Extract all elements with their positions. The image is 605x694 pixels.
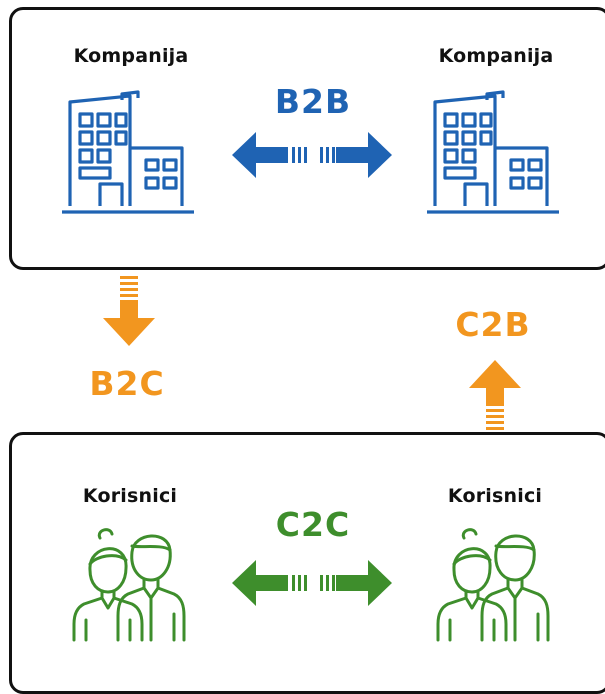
building-icon — [427, 90, 559, 214]
b2c-down-arrow-icon — [103, 276, 155, 346]
c2b-up-arrow-icon — [469, 360, 521, 430]
people-icon — [72, 528, 186, 642]
c2c-label: C2C — [275, 505, 351, 544]
company-right-label: Kompanija — [438, 45, 554, 67]
users-left-label: Korisnici — [82, 485, 178, 507]
users-right-label: Korisnici — [447, 485, 543, 507]
b2c-label: B2C — [89, 364, 165, 403]
users-panel — [9, 432, 605, 694]
company-left-label: Kompanija — [73, 45, 189, 67]
b2b-label: B2B — [274, 82, 352, 121]
companies-panel — [9, 7, 605, 270]
c2b-label: C2B — [455, 305, 531, 344]
people-icon — [436, 528, 550, 642]
c2c-double-arrow-icon — [232, 560, 392, 606]
b2b-double-arrow-icon — [232, 132, 392, 178]
building-icon — [62, 90, 194, 214]
